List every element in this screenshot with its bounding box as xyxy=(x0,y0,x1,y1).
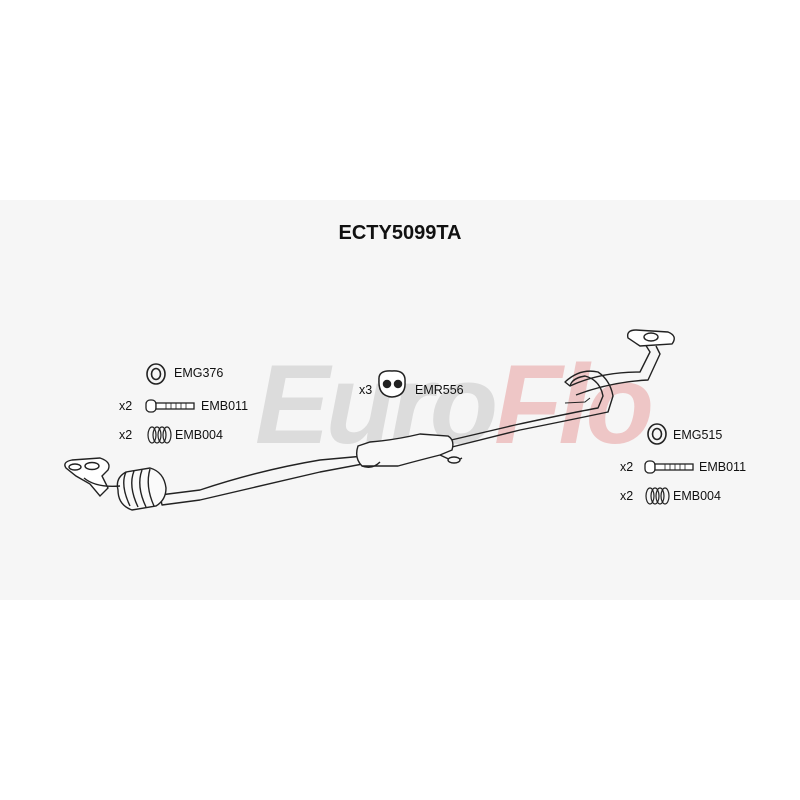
eurof lo-watermark-logo: EuroFlo xyxy=(255,342,654,467)
part-number-title: ECTY5099TA xyxy=(338,222,462,244)
spring-icon xyxy=(645,487,670,505)
catalytic-converter xyxy=(116,467,167,511)
left-flange xyxy=(64,457,121,498)
right-bolt-code: EMB011 xyxy=(699,460,747,474)
left-spring-qty: x2 xyxy=(119,428,133,442)
left-spring-code: EMB004 xyxy=(175,428,223,442)
bolt-icon xyxy=(145,399,195,413)
rubber-mount-icon xyxy=(378,370,406,398)
left-bolt-qty: x2 xyxy=(119,399,133,413)
exhaust-pipe xyxy=(159,343,661,506)
left-gasket-code: EMG376 xyxy=(174,366,224,380)
rubber-code: EMR556 xyxy=(415,383,464,397)
bolt-icon xyxy=(644,460,694,474)
spring-icon xyxy=(147,426,172,444)
right-bolt-qty: x2 xyxy=(620,460,634,474)
right-gasket-code: EMG515 xyxy=(673,428,723,442)
rubber-qty: x3 xyxy=(359,383,373,397)
diagram-panel xyxy=(0,200,800,600)
gasket-icon xyxy=(146,363,166,385)
right-spring-qty: x2 xyxy=(620,489,634,503)
center-silencer xyxy=(355,433,463,469)
gasket-icon xyxy=(647,423,667,445)
right-spring-code: EMB004 xyxy=(673,489,721,503)
right-flange xyxy=(626,329,675,347)
left-bolt-code: EMB011 xyxy=(201,399,249,413)
